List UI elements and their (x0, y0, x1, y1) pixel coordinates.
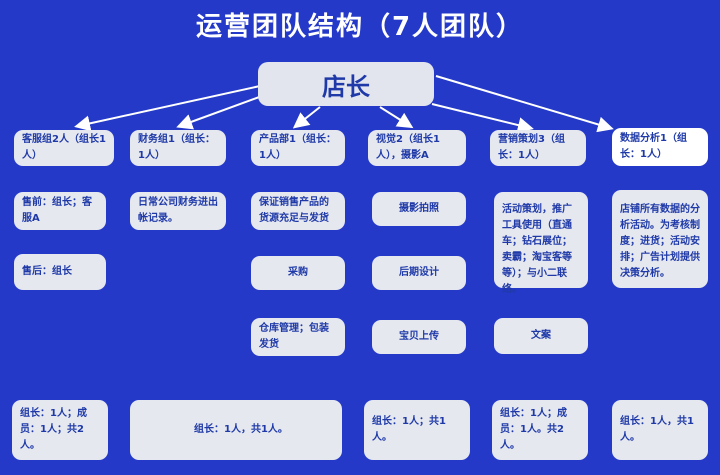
arrow-to-dept-5 (431, 103, 534, 133)
dept-header-product: 产品部1（组长：1人） (251, 130, 345, 166)
dept-header-finance: 财务组1（组长：1人） (130, 130, 226, 166)
arrow-to-dept-6 (435, 75, 614, 133)
summary-finance: 组长：1人，共1人。 (130, 400, 342, 460)
arrow-to-dept-1 (74, 85, 261, 132)
task-stock-supply: 保证销售产品的货源充足与发货 (251, 192, 345, 230)
arrow-to-dept-3 (292, 106, 321, 129)
task-warehouse: 仓库管理；包装发货 (251, 318, 345, 356)
task-photography: 摄影拍照 (372, 192, 466, 226)
arrow-to-dept-4 (379, 106, 414, 129)
task-finance-records: 日常公司财务进出帐记录。 (130, 192, 226, 230)
summary-data-analysis: 组长：1人，共1人。 (612, 400, 708, 460)
dept-header-data-analysis: 数据分析1（组长：1人） (612, 128, 708, 166)
task-data-analysis: 店铺所有数据的分析活动。为考核制度；进货；活动安排；广告计划提供决策分析。 (612, 190, 708, 288)
task-campaign-planning: 活动策划，推广工具使用（直通车；钻石展位；卖霸；淘宝客等等）；与小二联络。 (494, 192, 588, 295)
task-copywriting: 文案 (494, 318, 588, 354)
dept-header-marketing: 营销策划3（组长：1人） (490, 130, 586, 166)
task-presales: 售前：组长；客服A (14, 192, 106, 230)
task-post-design: 后期设计 (372, 256, 466, 290)
task-aftersales: 售后：组长 (14, 254, 106, 290)
summary-customer-service: 组长：1人；成员：1人；共2人。 (12, 400, 108, 460)
dept-header-customer-service: 客服组2人（组长1人） (14, 130, 114, 166)
summary-marketing: 组长：1人；成员：1人。共2人。 (492, 400, 588, 460)
summary-visual: 组长：1人；共1人。 (364, 400, 470, 460)
page-title: 运营团队结构（7人团队） (195, 12, 525, 42)
task-item-upload: 宝贝上传 (372, 320, 466, 354)
dept-header-visual: 视觉2（组长1人），摄影A (368, 130, 466, 166)
root-node-store-manager: 店长 (258, 62, 434, 106)
arrow-to-dept-2 (176, 95, 263, 130)
task-purchasing: 采购 (251, 256, 345, 290)
